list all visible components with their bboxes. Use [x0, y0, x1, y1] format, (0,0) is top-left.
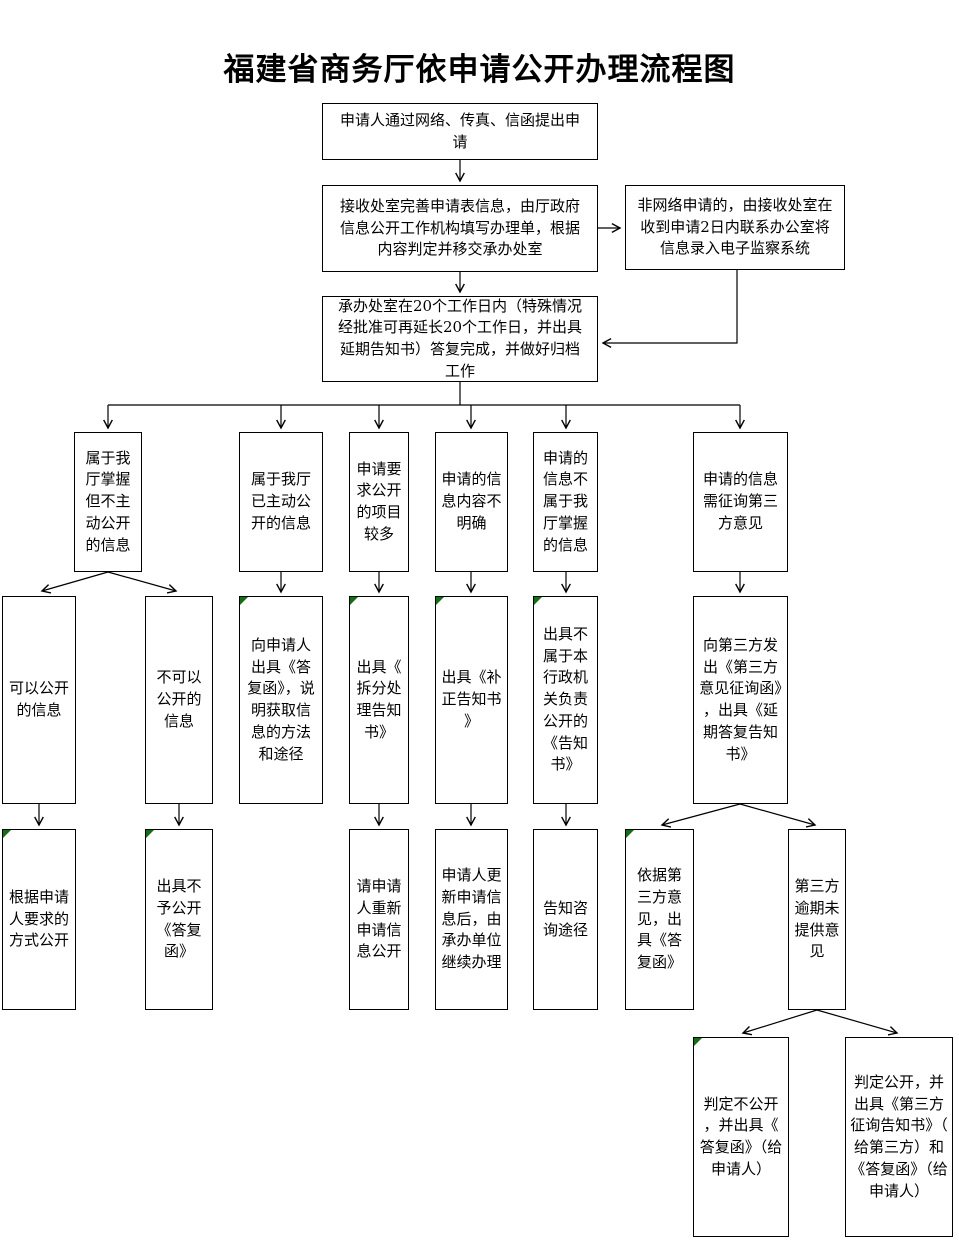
node-receive-office: 接收处室完善申请表信息，由厅政府信息公开工作机构填写办理单，根据内容判定并移交承…	[322, 185, 598, 272]
node-correction-notice: 出具《补正告知书》	[435, 596, 508, 804]
page-title: 福建省商务厅依申请公开办理流程图	[223, 52, 736, 88]
node-non-network-entry: 非网络申请的，由接收处室在收到申请2日内联系办公室将信息录入电子监察系统	[625, 185, 845, 270]
node-update-and-continue: 申请人更新申请信息后，由承办单位继续办理	[435, 829, 508, 1010]
comment-marker-icon	[534, 597, 542, 605]
node-label: 出具《补正告知书》	[441, 668, 502, 730]
node-cannot-disclose: 不可以公开的信息	[145, 596, 213, 804]
node-not-responsible-notice: 出具不属于本行政机关负责公开的《告知书》	[533, 596, 598, 804]
node-cat-already-published: 属于我厅已主动公开的信息	[239, 432, 323, 572]
node-cat-held-not-published: 属于我厅掌握但不主动公开的信息	[74, 432, 142, 572]
node-label: 请申请人重新申请信息公开	[356, 877, 402, 961]
node-split-notice: 出具《拆分处理告知书》	[349, 596, 409, 804]
node-cat-third-party-consult: 申请的信息需征询第三方意见	[693, 432, 788, 572]
comment-marker-icon	[350, 597, 358, 605]
node-label: 属于我厅掌握但不主动公开的信息	[85, 448, 131, 554]
comment-marker-icon	[436, 597, 444, 605]
node-label: 依据第三方意见，出具《答复函》	[636, 866, 682, 972]
node-disclose-as-requested: 根据申请人要求的方式公开	[2, 829, 76, 1010]
node-label: 申请的信息不属于我厅掌握的信息	[542, 448, 588, 554]
node-label: 申请人更新申请信息后，由承办单位继续办理	[441, 866, 502, 972]
node-cat-many-items: 申请要求公开的项目较多	[349, 432, 409, 572]
node-decide-non-disclosure: 判定不公开，并出具《答复函》（给申请人）	[693, 1037, 789, 1237]
node-handling-office-reply: 承办处室在20个工作日内（特殊情况经批准可再延长20个工作日，并出具延期告知书）…	[322, 296, 598, 382]
node-label: 申请的信息需征询第三方意见	[702, 470, 778, 532]
node-reply-per-third-party: 依据第三方意见，出具《答复函》	[625, 829, 694, 1010]
node-submit-application: 申请人通过网络、传真、信函提出申请	[322, 103, 598, 160]
node-label: 不可以公开的信息	[156, 668, 202, 730]
node-label: 判定不公开，并出具《答复函》（给申请人）	[699, 1094, 783, 1178]
node-third-party-overdue: 第三方逾期未提供意见	[788, 829, 846, 1010]
node-label: 向申请人出具《答复函》，说明获取信息的方法和途径	[247, 635, 315, 763]
node-label: 属于我厅已主动公开的信息	[250, 470, 311, 532]
node-reapply-disclosure: 请申请人重新申请信息公开	[349, 829, 409, 1010]
node-label: 出具《拆分处理告知书》	[356, 657, 402, 741]
node-label: 第三方逾期未提供意见	[794, 877, 840, 961]
node-cat-not-held: 申请的信息不属于我厅掌握的信息	[533, 432, 598, 572]
node-label: 出具不属于本行政机关负责公开的《告知书》	[542, 624, 588, 774]
comment-marker-icon	[3, 830, 11, 838]
node-label: 向第三方发出《第三方意见征询函》，出具《延期答复告知书》	[699, 635, 782, 763]
node-label: 承办处室在20个工作日内（特殊情况经批准可再延长20个工作日，并出具延期告知书）…	[337, 296, 583, 380]
node-label: 申请要求公开的项目较多	[356, 459, 402, 543]
comment-marker-icon	[626, 830, 634, 838]
node-label: 申请的信息内容不明确	[441, 470, 502, 532]
comment-marker-icon	[694, 1038, 702, 1046]
comment-marker-icon	[146, 830, 154, 838]
node-label: 可以公开的信息	[8, 679, 69, 719]
node-label: 告知咨询途径	[542, 898, 588, 939]
node-decide-disclosure: 判定公开，并出具《第三方征询告知书》（给第三方）和《答复函》（给申请人）	[845, 1037, 953, 1237]
node-label: 出具不予公开《答复函》	[156, 877, 202, 961]
node-cat-content-unclear: 申请的信息内容不明确	[435, 432, 508, 572]
node-non-disclosure-reply: 出具不予公开《答复函》	[145, 829, 213, 1010]
node-inform-consult-channel: 告知咨询途径	[533, 829, 598, 1010]
node-can-disclose: 可以公开的信息	[2, 596, 76, 804]
node-label: 根据申请人要求的方式公开	[8, 887, 69, 950]
node-label: 判定公开，并出具《第三方征询告知书》（给第三方）和《答复函》（给申请人）	[850, 1072, 948, 1200]
comment-marker-icon	[240, 597, 248, 605]
node-reply-letter-methods: 向申请人出具《答复函》，说明获取信息的方法和途径	[239, 596, 323, 804]
node-label: 接收处室完善申请表信息，由厅政府信息公开工作机构填写办理单，根据内容判定并移交承…	[339, 196, 580, 259]
node-label: 申请人通过网络、传真、信函提出申请	[339, 110, 580, 151]
node-third-party-inquiry-letter: 向第三方发出《第三方意见征询函》，出具《延期答复告知书》	[693, 596, 788, 804]
node-label: 非网络申请的，由接收处室在收到申请2日内联系办公室将信息录入电子监察系统	[637, 195, 833, 258]
